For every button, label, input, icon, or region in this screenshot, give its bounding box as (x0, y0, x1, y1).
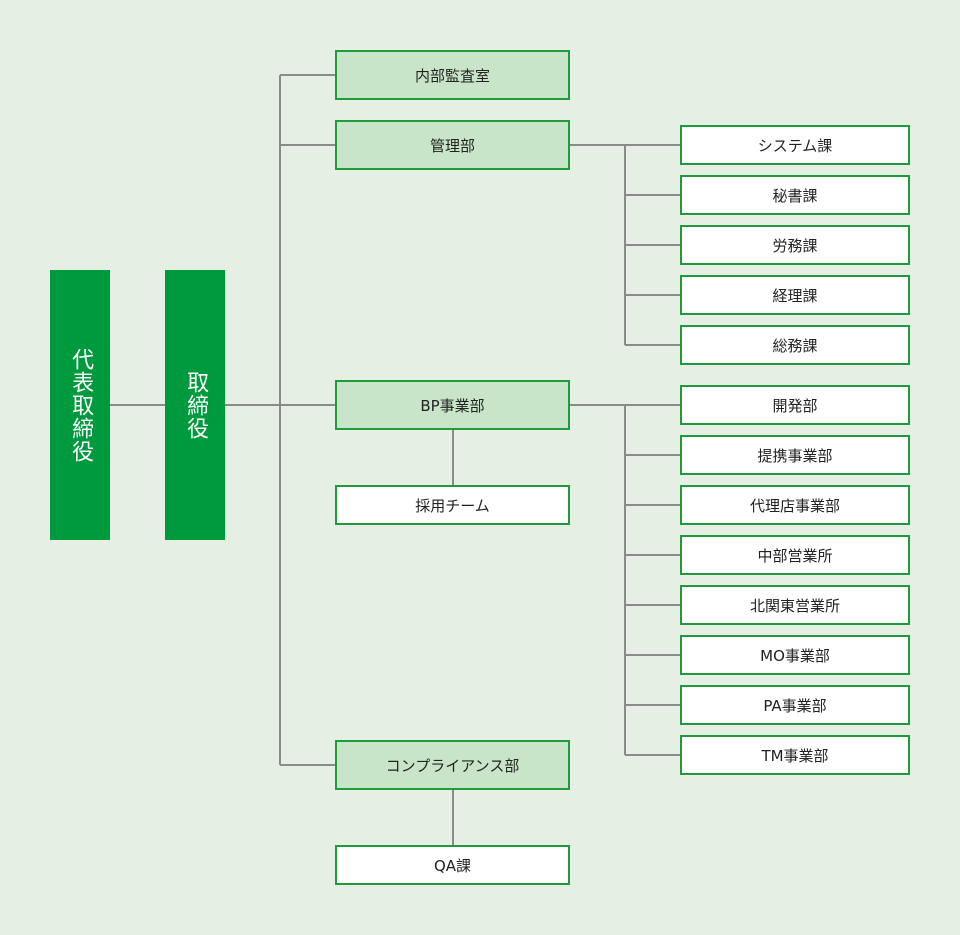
management-section: 総務課 (680, 325, 910, 365)
compliance-qa-section: QA課 (335, 845, 570, 885)
bp-section: TM事業部 (680, 735, 910, 775)
bp-section: 北関東営業所 (680, 585, 910, 625)
bp-section: 開発部 (680, 385, 910, 425)
dept-bp: BP事業部 (335, 380, 570, 430)
director-label: 取締役 (183, 370, 209, 440)
bp-section: PA事業部 (680, 685, 910, 725)
director-box: 取締役 (165, 270, 225, 540)
dept-management: 管理部 (335, 120, 570, 170)
management-section: 労務課 (680, 225, 910, 265)
bp-section: 提携事業部 (680, 435, 910, 475)
president-box: 代表取締役 (50, 270, 110, 540)
dept-audit: 内部監査室 (335, 50, 570, 100)
bp-section: MO事業部 (680, 635, 910, 675)
management-section: システム課 (680, 125, 910, 165)
bp-section: 代理店事業部 (680, 485, 910, 525)
bp-recruiting-team: 採用チーム (335, 485, 570, 525)
president-label: 代表取締役 (68, 347, 94, 463)
dept-compliance: コンプライアンス部 (335, 740, 570, 790)
management-section: 秘書課 (680, 175, 910, 215)
management-section: 経理課 (680, 275, 910, 315)
bp-section: 中部営業所 (680, 535, 910, 575)
